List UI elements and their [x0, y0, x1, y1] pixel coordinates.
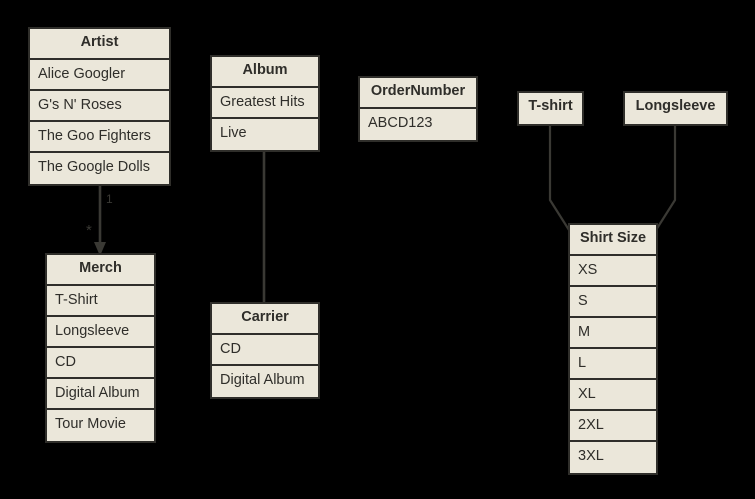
entity-carrier[interactable]: Carrier CD Digital Album — [210, 302, 320, 399]
entity-carrier-row-1[interactable]: Digital Album — [212, 366, 318, 397]
entity-tshirt-header: T-shirt — [519, 93, 582, 124]
entity-merch-row-3[interactable]: Digital Album — [47, 379, 154, 410]
entity-order-number-header: OrderNumber — [360, 78, 476, 109]
entity-shirt-size-row-2[interactable]: M — [570, 318, 656, 349]
entity-album-row-1[interactable]: Live — [212, 119, 318, 150]
connector-tshirt-shirtsize — [548, 122, 570, 231]
entity-carrier-row-0[interactable]: CD — [212, 335, 318, 366]
entity-artist-header: Artist — [30, 29, 169, 60]
entity-shirt-size-row-0[interactable]: XS — [570, 256, 656, 287]
entity-longsleeve[interactable]: Longsleeve — [623, 91, 728, 126]
entity-artist[interactable]: Artist Alice Googler G's N' Roses The Go… — [28, 27, 171, 186]
edge-label-merch-target: * — [86, 222, 92, 239]
entity-shirt-size-header: Shirt Size — [570, 225, 656, 256]
entity-artist-row-1[interactable]: G's N' Roses — [30, 91, 169, 122]
entity-album-row-0[interactable]: Greatest Hits — [212, 88, 318, 119]
entity-shirt-size-row-6[interactable]: 3XL — [570, 442, 656, 473]
entity-artist-row-3[interactable]: The Google Dolls — [30, 153, 169, 184]
entity-merch[interactable]: Merch T-Shirt Longsleeve CD Digital Albu… — [45, 253, 156, 443]
entity-shirt-size-row-1[interactable]: S — [570, 287, 656, 318]
entity-shirt-size-row-4[interactable]: XL — [570, 380, 656, 411]
edge-label-artist-source: 1 — [106, 192, 113, 206]
entity-shirt-size-row-3[interactable]: L — [570, 349, 656, 380]
entity-order-number[interactable]: OrderNumber ABCD123 — [358, 76, 478, 142]
entity-merch-row-0[interactable]: T-Shirt — [47, 286, 154, 317]
entity-order-number-row-0[interactable]: ABCD123 — [360, 109, 476, 140]
entity-artist-row-2[interactable]: The Goo Fighters — [30, 122, 169, 153]
entity-artist-row-0[interactable]: Alice Googler — [30, 60, 169, 91]
entity-merch-header: Merch — [47, 255, 154, 286]
entity-merch-row-1[interactable]: Longsleeve — [47, 317, 154, 348]
entity-tshirt[interactable]: T-shirt — [517, 91, 584, 126]
entity-carrier-header: Carrier — [212, 304, 318, 335]
entity-longsleeve-header: Longsleeve — [625, 93, 726, 124]
entity-merch-row-4[interactable]: Tour Movie — [47, 410, 154, 441]
entity-shirt-size-row-5[interactable]: 2XL — [570, 411, 656, 442]
entity-album-header: Album — [212, 57, 318, 88]
entity-shirt-size[interactable]: Shirt Size XS S M L XL 2XL 3XL — [568, 223, 658, 475]
connector-artist-merch — [94, 183, 106, 256]
connector-longsleeve-shirtsize — [655, 122, 677, 231]
entity-merch-row-2[interactable]: CD — [47, 348, 154, 379]
entity-album[interactable]: Album Greatest Hits Live — [210, 55, 320, 152]
